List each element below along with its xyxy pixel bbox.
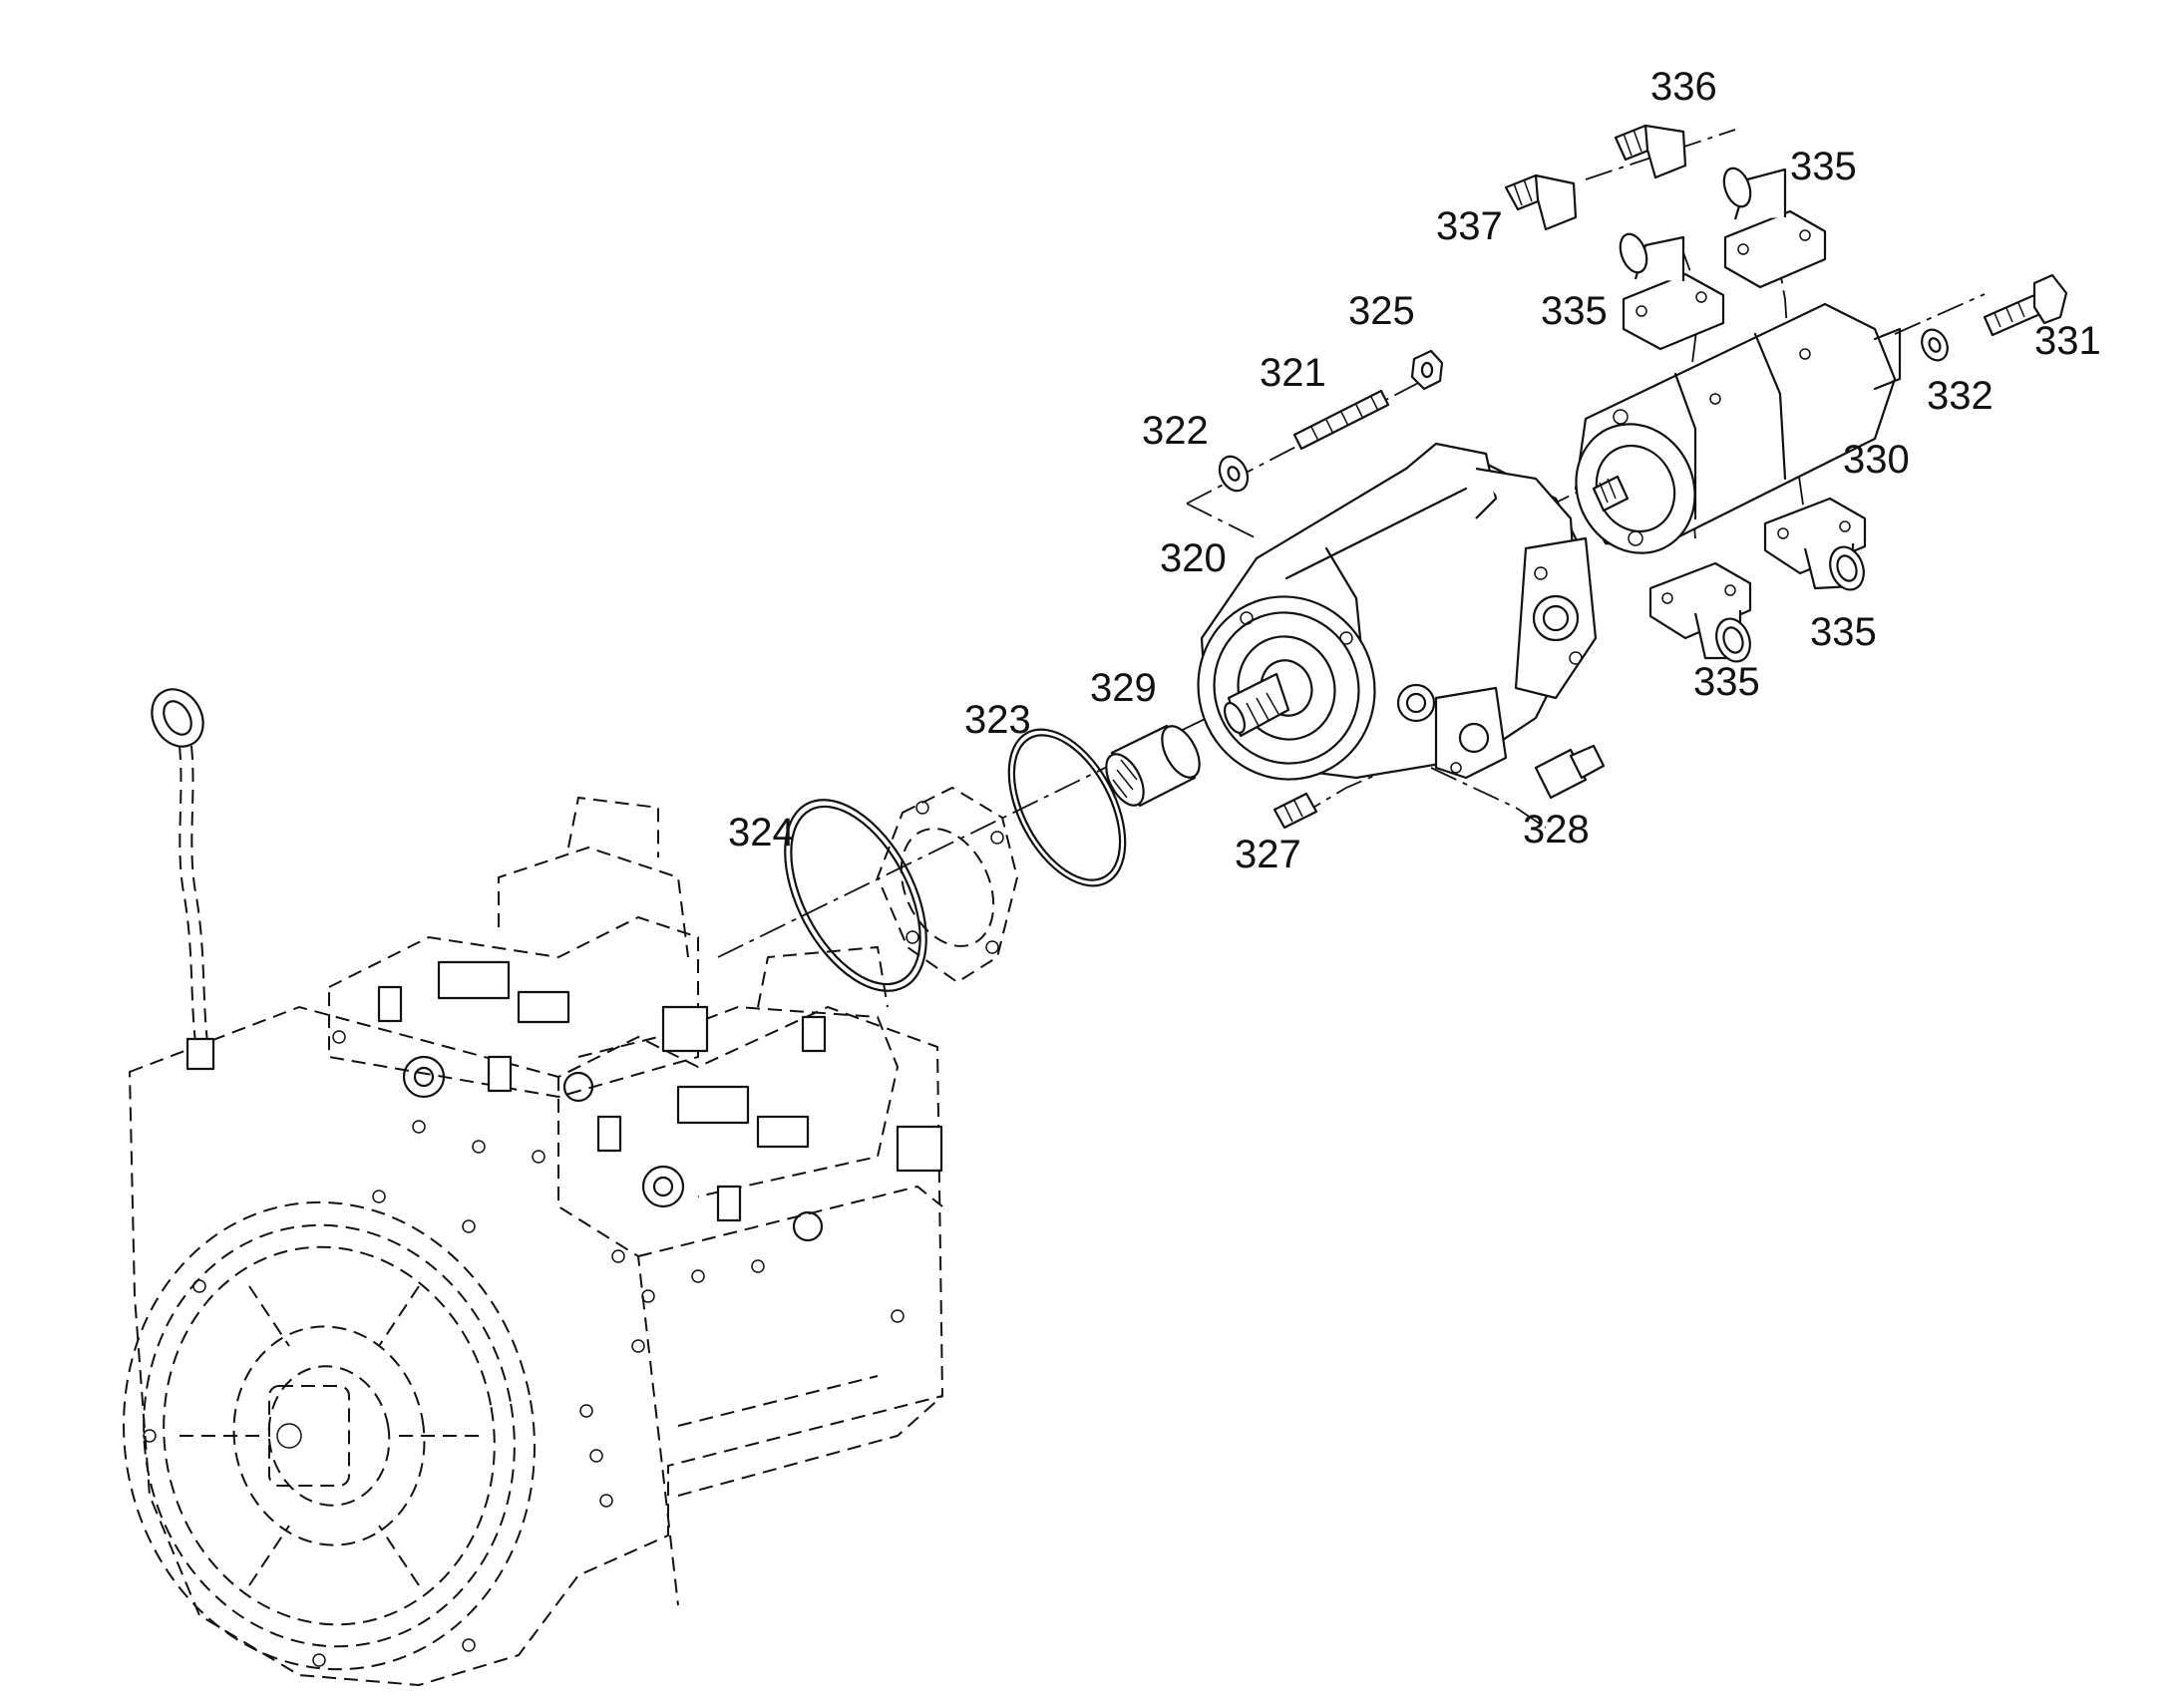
callout-330: 330 (1843, 438, 1910, 482)
hydraulic-pump-320 (1197, 442, 1598, 781)
callout-328: 328 (1523, 808, 1590, 852)
callout-322: 322 (1142, 409, 1209, 453)
callout-331: 331 (2034, 319, 2101, 363)
regulator-blocks (328, 796, 943, 1283)
callout-337: 337 (1436, 204, 1503, 248)
callout-329: 329 (1090, 666, 1157, 710)
callout-labels: 336 335 337 335 325 321 322 331 332 330 … (728, 65, 2101, 876)
callout-335: 335 (1790, 145, 1857, 188)
dipstick (151, 688, 215, 1071)
fitting-327 (1272, 792, 1318, 830)
elbow-flange-335-upper-left (1619, 232, 1725, 351)
washer-332 (1921, 328, 1949, 362)
callout-324: 324 (728, 811, 795, 854)
stud-321 (1292, 389, 1390, 451)
bolt-331 (1983, 273, 2068, 337)
gear-pump-330 (1574, 302, 1902, 554)
nut-325 (1410, 349, 1444, 391)
coupling-sleeve-329 (1105, 724, 1201, 808)
callout-325: 325 (1348, 289, 1415, 333)
callout-335: 335 (1541, 289, 1608, 333)
callout-335: 335 (1810, 610, 1877, 654)
fitting-336 (1614, 124, 1687, 179)
callout-321: 321 (1260, 351, 1326, 395)
main-pump-assembly (123, 688, 944, 1687)
callout-323: 323 (964, 698, 1031, 742)
adapter-plate (876, 786, 1019, 984)
fitting-337 (1504, 173, 1578, 231)
housing-bolt-holes (579, 1289, 905, 1508)
callout-332: 332 (1927, 374, 1994, 418)
fitting-328 (1534, 744, 1606, 800)
elbow-flange-335-upper-right (1722, 167, 1827, 289)
callout-336: 336 (1650, 65, 1717, 109)
elbow-flange-335-lower-left (1648, 561, 1752, 663)
callout-327: 327 (1235, 833, 1301, 876)
elbow-flange-335-lower-right (1763, 497, 1867, 591)
washer-322 (1218, 455, 1250, 493)
callout-335: 335 (1693, 660, 1760, 704)
flywheel-coupling (123, 1190, 536, 1671)
callout-320: 320 (1160, 536, 1227, 580)
o-ring-323 (1007, 728, 1127, 887)
